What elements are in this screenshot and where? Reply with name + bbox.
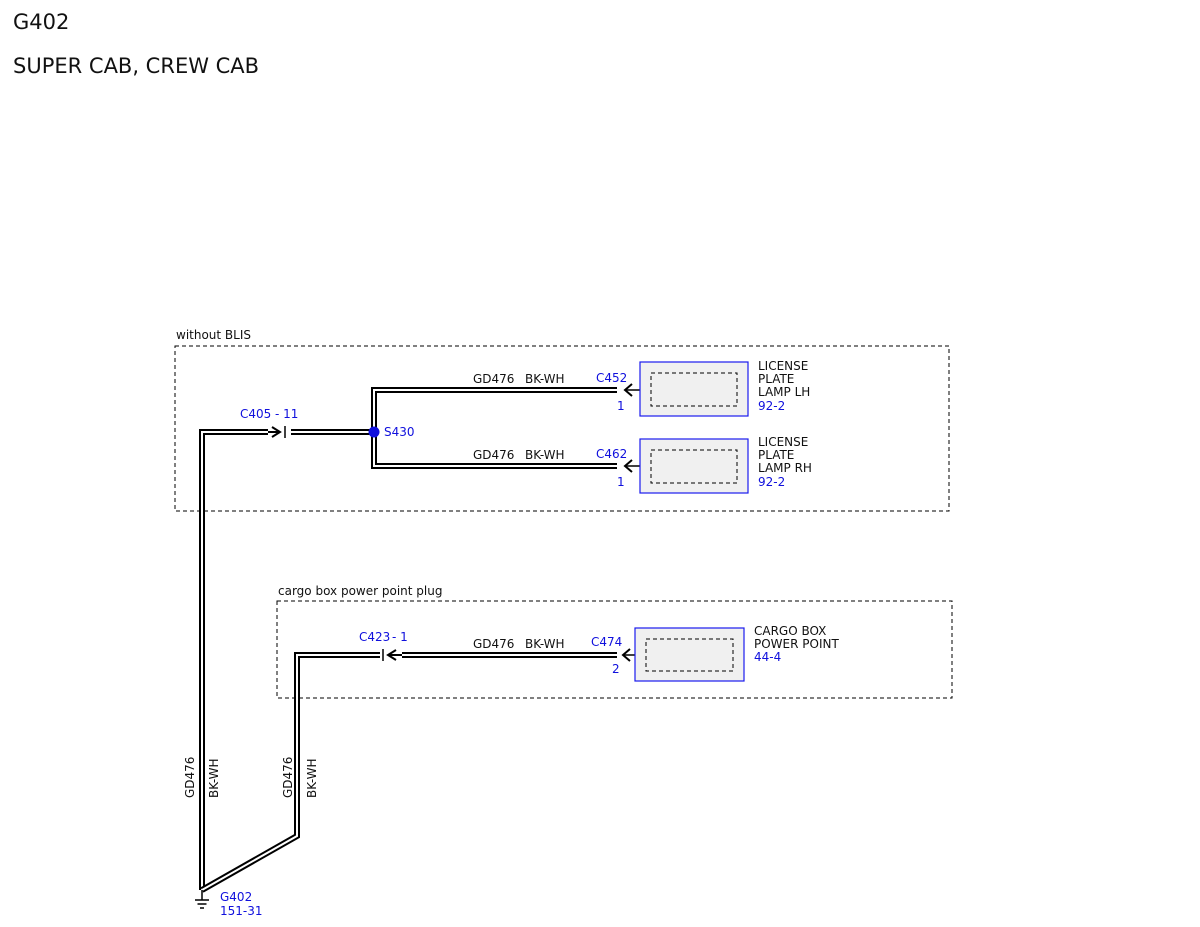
wire-lh-circuit: GD476: [473, 372, 514, 386]
component-lh-page-ref: 92-2: [758, 399, 785, 413]
ground-g402-page-ref: 151-31: [220, 904, 263, 918]
component-cargo-page-ref: 44-4: [754, 650, 781, 664]
component-lh-line-1: LICENSE: [758, 359, 808, 373]
wire-rh-circuit: GD476: [473, 448, 514, 462]
connector-c423-pin: - 1: [392, 630, 408, 644]
connector-c462-pin: 1: [617, 475, 625, 489]
connector-c462-ref: C462: [596, 447, 627, 461]
connector-c474-ref: C474: [591, 635, 622, 649]
component-cargo-line-1: CARGO BOX: [754, 624, 826, 638]
component-cargo-line-2: POWER POINT: [754, 637, 839, 651]
connector-c405-ref: C405: [240, 407, 271, 421]
splice-s430-ref: S430: [384, 425, 415, 439]
connector-c452-pin: 1: [617, 399, 625, 413]
wire-vertical-right: [200, 652, 380, 893]
component-rh-line-1: LICENSE: [758, 435, 808, 449]
inline-connector-c423-icon: [382, 649, 402, 661]
splice-s430-icon: [368, 426, 380, 438]
component-rh-line-3: LAMP RH: [758, 461, 812, 475]
wire-vertical-right-color: BK-WH: [305, 758, 319, 798]
connector-c452-ref: C452: [596, 371, 627, 385]
group-without-blis-label: without BLIS: [176, 328, 251, 342]
component-cargo-box-power-point: [634, 627, 745, 682]
page-title: G402: [13, 10, 70, 34]
ground-g402-icon: [195, 890, 209, 909]
inline-connector-c405-icon: [268, 426, 286, 438]
connector-c423-ref: C423: [359, 630, 390, 644]
page-subtitle: SUPER CAB, CREW CAB: [13, 54, 260, 78]
wire-vertical-right-circuit: GD476: [281, 757, 295, 798]
connector-c474-pin: 2: [612, 662, 620, 676]
group-cargo-box-label: cargo box power point plug: [278, 584, 442, 598]
wire-rh-color: BK-WH: [525, 448, 565, 462]
component-license-plate-lamp-lh: [639, 361, 749, 417]
group-without-blis-border: [174, 345, 950, 512]
wire-vertical-left: [199, 429, 268, 890]
wire-cargo-circuit: GD476: [473, 637, 514, 651]
wire-cargo-color: BK-WH: [525, 637, 565, 651]
group-cargo-box-border: [276, 600, 953, 699]
ground-g402-ref: G402: [220, 890, 252, 904]
component-license-plate-lamp-rh: [639, 438, 749, 494]
wire-vertical-left-color: BK-WH: [207, 758, 221, 798]
component-rh-page-ref: 92-2: [758, 475, 785, 489]
component-lh-line-2: PLATE: [758, 372, 794, 386]
wire-lh-color: BK-WH: [525, 372, 565, 386]
connector-c405-pin: - 11: [275, 407, 298, 421]
wire-vertical-left-circuit: GD476: [183, 757, 197, 798]
component-lh-line-3: LAMP LH: [758, 385, 810, 399]
component-rh-line-2: PLATE: [758, 448, 794, 462]
